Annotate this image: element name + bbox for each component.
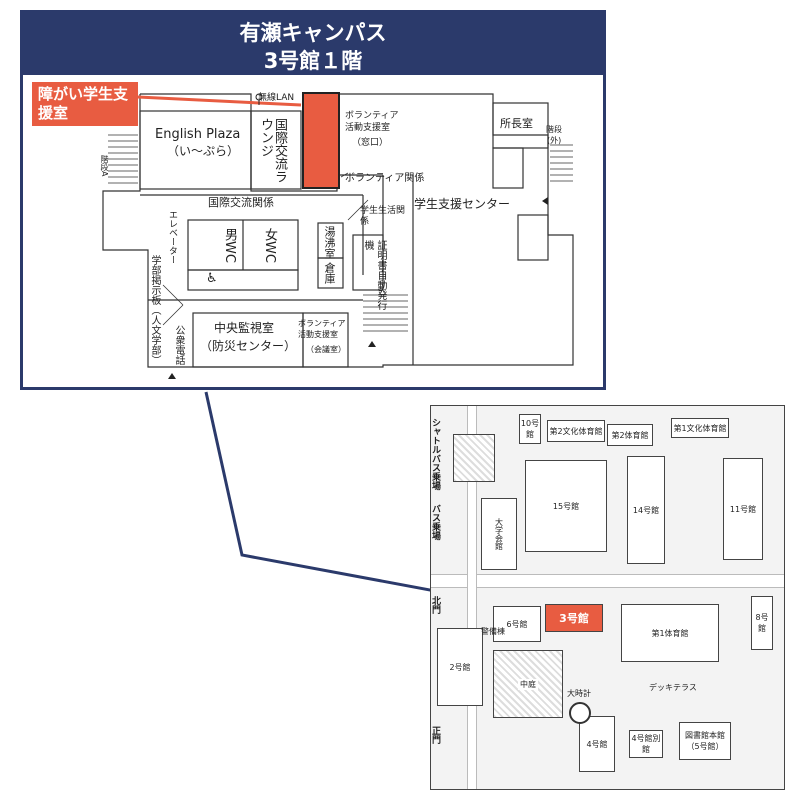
map-courtyard: 中庭	[493, 650, 563, 718]
map-building-11: 11号館	[723, 458, 763, 560]
map-library: 図書館本館（5号館）	[679, 722, 731, 760]
volunteer-support-label: ボランティア活動支援室	[345, 111, 399, 133]
storage-label: 倉庫	[323, 262, 336, 284]
cert-machine-label: 証明書自動発行機	[362, 240, 386, 310]
map-shuttle-stop-label: シャトルバス乗場	[430, 418, 440, 490]
map-clock-icon	[569, 702, 591, 724]
english-plaza-sublabel: （い～ぷら）	[167, 144, 240, 158]
map-deck-label: デッキテラス	[649, 683, 697, 692]
map-building-4-annex: 4号館別館	[629, 730, 663, 758]
central-monitor-sublabel: （防災センター）	[200, 339, 297, 353]
english-plaza-label: English Plaza	[155, 127, 241, 142]
intl-rel-label: 国際交流関係	[208, 196, 274, 209]
intl-lounge-label: 国際交流ラウンジ	[258, 118, 287, 183]
campus-map: 10号館 第2文化体育館 第2体育館 第1文化体育館 15号館 14号館 11号…	[430, 405, 785, 790]
map-north-gate-label: 北門	[430, 596, 440, 614]
mens-wc-label: 男WC	[222, 228, 237, 263]
map-gym2-culture: 第2文化体育館	[547, 420, 605, 442]
map-building-2: 2号館	[437, 628, 483, 706]
map-building-14: 14号館	[627, 456, 665, 564]
volunteer-meeting-label: ボランティア活動支援室	[298, 319, 346, 339]
payphone-label: 公衆電話	[173, 325, 184, 365]
map-gym-1: 第1体育館	[621, 604, 719, 662]
campus-title: 有瀬キャンパス	[239, 21, 387, 45]
map-gym-culture1: 第1文化体育館	[671, 418, 729, 438]
map-building-8: 8号館	[751, 596, 773, 650]
volunteer-meeting-sublabel: （会議室）	[306, 345, 346, 354]
dept-board-label: 学部掲示板（人文学部）	[149, 255, 160, 365]
disability-support-callout: 障がい学生支援室	[32, 82, 138, 126]
map-building-3[interactable]: 3号館	[545, 604, 603, 632]
accessible-icon: ♿	[206, 271, 218, 286]
map-building-15: 15号館	[525, 460, 607, 552]
elevator-label: エレベーター	[167, 210, 177, 264]
central-monitor-label: 中央監視室	[214, 321, 275, 335]
map-gym-2: 第2体育館	[607, 424, 653, 446]
principal-room-label: 所長室	[500, 117, 533, 130]
outside-stairs-label: 階段	[546, 125, 562, 134]
disability-support-room	[302, 92, 340, 189]
map-building-tower	[453, 434, 495, 482]
map-building-10: 10号館	[519, 414, 541, 444]
map-bus-stop-label: バス乗場	[430, 504, 440, 540]
student-support-center-label: 学生支援センター	[414, 197, 511, 211]
wifi-label: 無線LAN	[258, 93, 295, 103]
map-college-hall: 大学会館	[481, 498, 517, 570]
map-building-6: 6号館	[493, 606, 541, 642]
womens-wc-label: 女WC	[262, 228, 277, 263]
student-life-rel-label: 学生生活関係	[360, 206, 406, 227]
map-clock-label: 大時計	[567, 689, 591, 698]
outside-stairs-sublabel: (外)	[547, 136, 562, 145]
floor-plan-header: 有瀬キャンパス 3号館１階	[23, 13, 603, 75]
map-guardhouse-label: 警備棟	[481, 627, 505, 636]
volunteer-rel-label: ボランティア関係	[345, 173, 425, 184]
map-building-4: 4号館	[579, 716, 615, 772]
stairs-a-label: 階段A	[100, 155, 109, 177]
map-main-gate-label: 正門	[430, 726, 440, 744]
kettle-room-label: 湯沸室	[323, 226, 336, 259]
volunteer-window-label: （窓口）	[352, 138, 389, 148]
floor-title: 3号館１階	[263, 49, 363, 73]
